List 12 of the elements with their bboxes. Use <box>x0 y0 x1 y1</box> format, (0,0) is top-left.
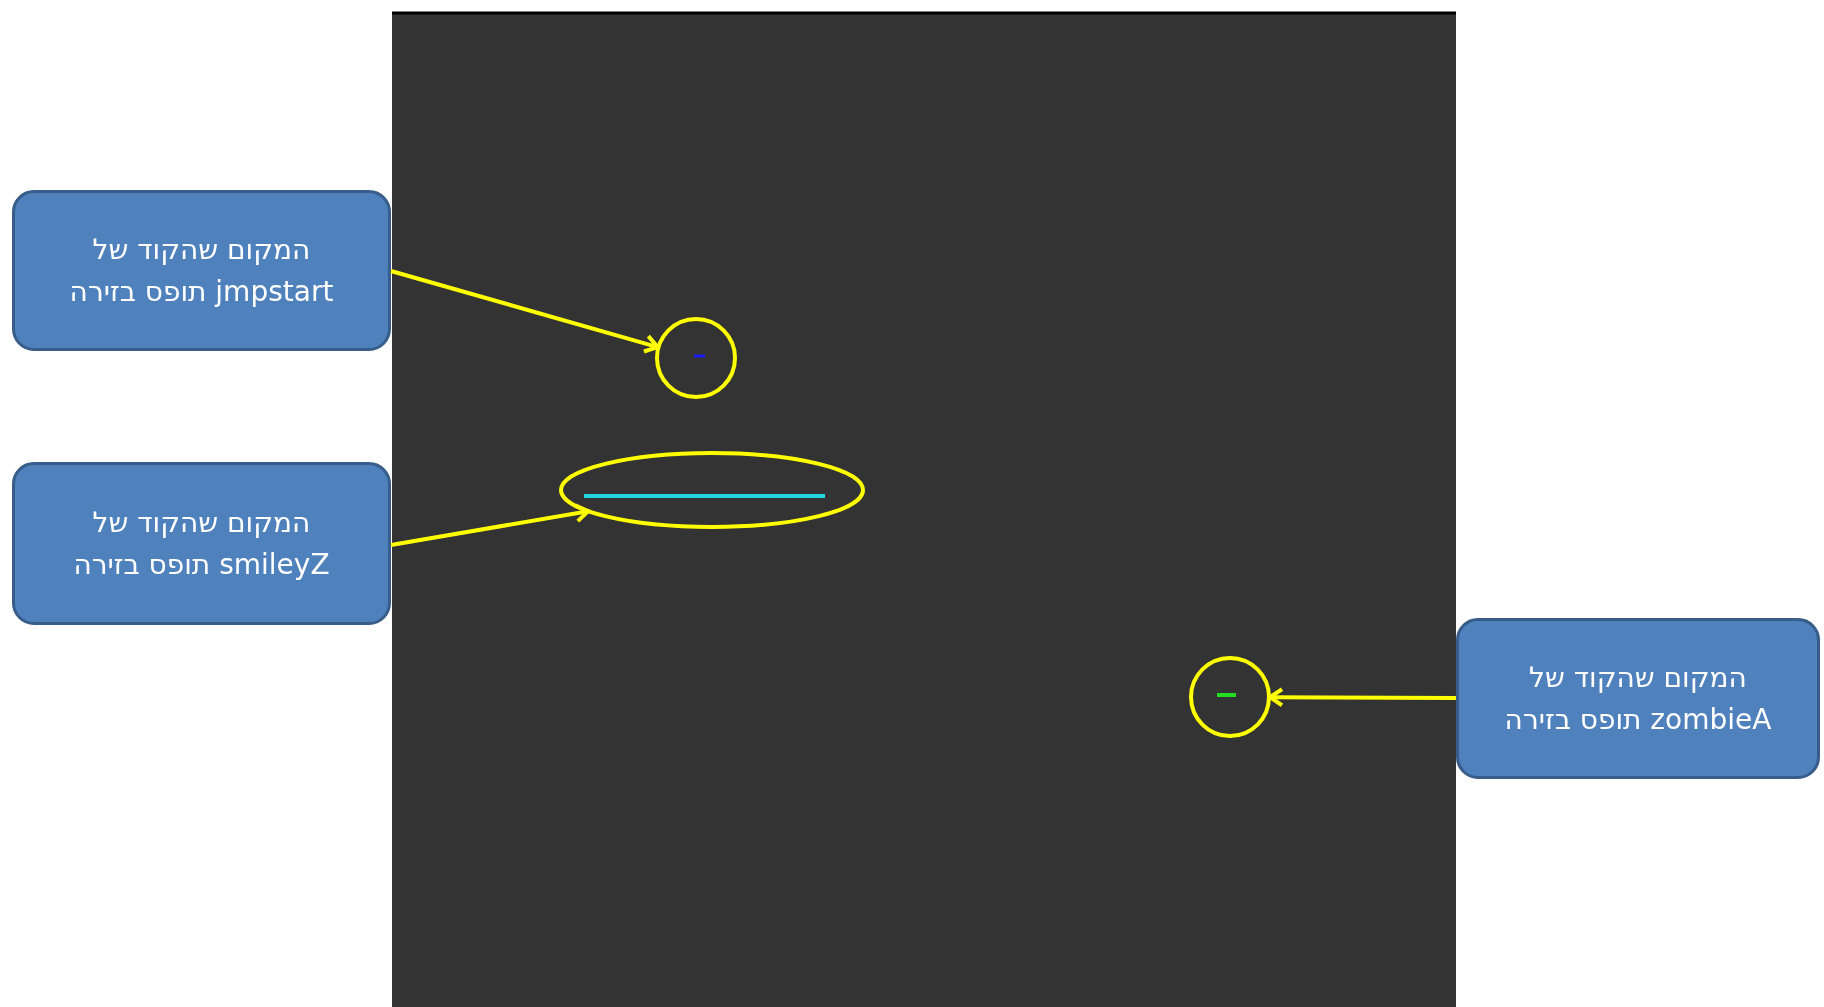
callout-text: המקום שהקוד של zombieA תופס בזירה <box>1503 659 1773 738</box>
highlight-ellipse <box>1188 657 1272 737</box>
callout-text: המקום שהקוד של smileyZ תופס בזירה <box>72 504 331 583</box>
highlight-ellipse <box>654 318 738 398</box>
arrow <box>1268 687 1456 708</box>
arrow <box>390 503 591 547</box>
arrow <box>390 269 660 354</box>
callout-box <box>1456 618 1820 779</box>
callout-box <box>12 190 391 351</box>
callout-text: המקום שהקוד של jmpstart תופס בזירה <box>68 231 335 310</box>
callout-box <box>12 462 391 625</box>
highlight-ellipse <box>559 451 865 529</box>
